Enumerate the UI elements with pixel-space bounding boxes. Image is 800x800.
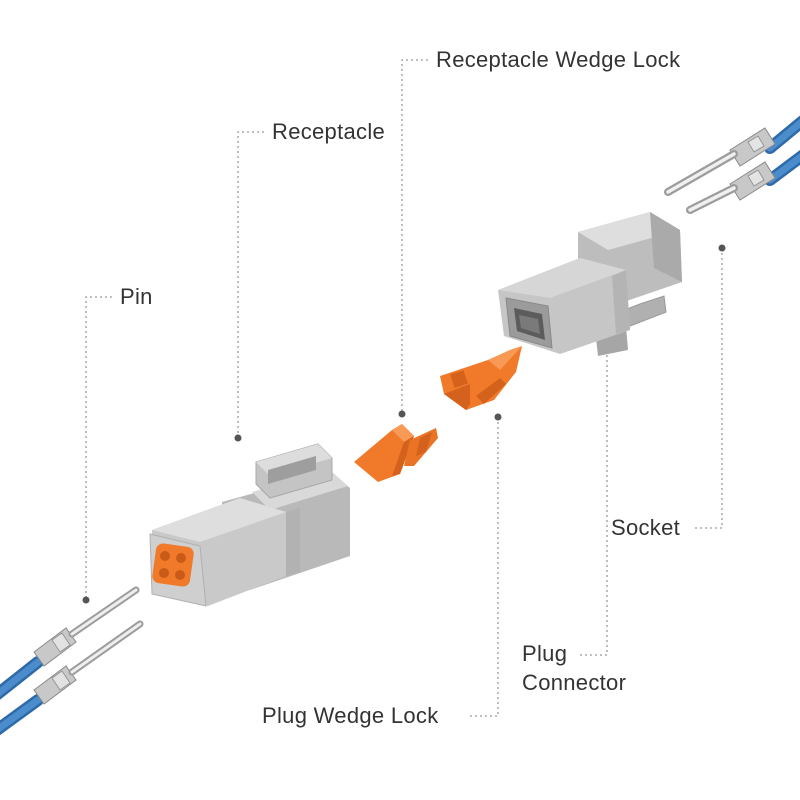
pin-wires (0, 656, 44, 736)
socket-terminals (664, 127, 776, 214)
leader-socket (694, 248, 723, 529)
label-plug-connector-line1: Plug (522, 641, 568, 666)
leader-plug-wedge-lock (470, 417, 499, 717)
plug-connector-housing (498, 212, 682, 356)
leader-receptacle-wedge-lock (401, 59, 428, 412)
label-socket: Socket (611, 515, 681, 540)
label-plug-connector-line2: Connector (522, 670, 627, 695)
plug-wedge-lock-part (440, 346, 522, 410)
leader-dot-receptacle (234, 434, 242, 442)
pin-terminals (33, 586, 144, 705)
label-receptacle: Receptacle (272, 119, 386, 144)
leader-dot-pin (82, 596, 90, 604)
receptacle-housing (149, 443, 350, 607)
leader-lines (85, 59, 723, 717)
leader-plug-connector (580, 350, 608, 656)
receptacle-wedge-lock-part (354, 424, 438, 482)
leader-dot-receptacle-wedge-lock (398, 410, 406, 418)
leader-receptacle (237, 131, 264, 437)
leader-dots (82, 244, 726, 604)
leader-pin (85, 296, 112, 598)
socket-wires (764, 115, 800, 186)
label-receptacle-wedge-lock: Receptacle Wedge Lock (436, 47, 681, 72)
label-pin: Pin (120, 284, 153, 309)
label-plug-wedge-lock: Plug Wedge Lock (262, 703, 439, 728)
leader-dot-plug-wedge-lock (494, 413, 502, 421)
label-plug-connector: Plug Connector (522, 639, 626, 697)
leader-dot-socket (718, 244, 726, 252)
